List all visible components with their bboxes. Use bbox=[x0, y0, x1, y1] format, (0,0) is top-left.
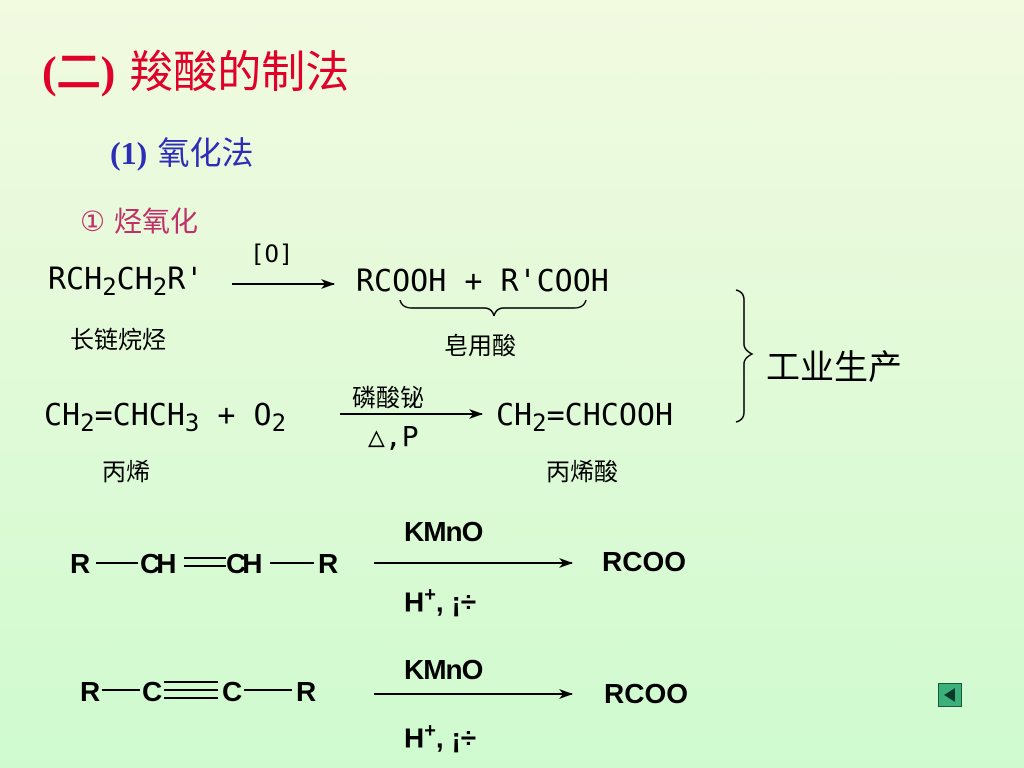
reaction3-r2: R bbox=[318, 548, 339, 579]
slide-title: (二) 羧酸的制法 bbox=[42, 36, 349, 100]
reaction3-condition: H+, ¡÷ bbox=[404, 584, 477, 618]
title-number: (二) bbox=[42, 48, 116, 97]
play-back-icon bbox=[944, 688, 955, 702]
reaction3-r1: R bbox=[70, 548, 91, 579]
reaction2-product: CH2=CHCOOH bbox=[496, 398, 674, 437]
reaction1-condition: [O] bbox=[250, 240, 294, 268]
reaction3-reagent: KMnO bbox=[404, 516, 483, 547]
bullet-heading: ① 烃氧化 bbox=[80, 205, 199, 238]
reaction4-reagent: KMnO bbox=[404, 654, 483, 685]
reaction1-reactant: RCH2CH2R' bbox=[48, 262, 204, 301]
reaction4-r2: R bbox=[296, 676, 317, 707]
reaction2-catalyst: 磷酸铋 bbox=[352, 384, 424, 412]
back-nav-button[interactable] bbox=[938, 683, 962, 707]
reaction3-c2: CH bbox=[226, 548, 263, 579]
title-text: 羧酸的制法 bbox=[129, 47, 350, 98]
reaction1-product: RCOOH + R'COOH bbox=[356, 264, 609, 299]
reaction4-c2: C bbox=[222, 676, 243, 707]
reaction1-reactant-label: 长链烷烃 bbox=[70, 326, 166, 354]
reaction4-condition: H+, ¡÷ bbox=[404, 720, 477, 754]
reaction1-underbrace bbox=[399, 299, 587, 317]
reaction3-product: RCOO bbox=[602, 546, 686, 577]
reaction4-r1: R bbox=[80, 676, 101, 707]
reaction4-c1: C bbox=[142, 676, 163, 707]
section-number: (1) bbox=[110, 135, 148, 171]
industrial-production-label: 工业生产 bbox=[766, 348, 902, 388]
reaction2-product-label: 丙烯酸 bbox=[546, 458, 618, 486]
reaction4-product: RCOO bbox=[604, 678, 688, 709]
reaction1-product-label: 皂用酸 bbox=[444, 332, 516, 360]
industrial-bracket bbox=[735, 289, 754, 423]
reaction2-reactants: CH2=CHCH3 + O2 bbox=[44, 398, 287, 437]
reaction2-condition: △,P bbox=[368, 420, 419, 453]
section-text: 氧化法 bbox=[157, 134, 254, 172]
reaction2-reactant-label: 丙烯 bbox=[102, 458, 150, 486]
section-title: (1) 氧化法 bbox=[110, 128, 254, 174]
reaction3-c1: CH bbox=[140, 548, 177, 579]
